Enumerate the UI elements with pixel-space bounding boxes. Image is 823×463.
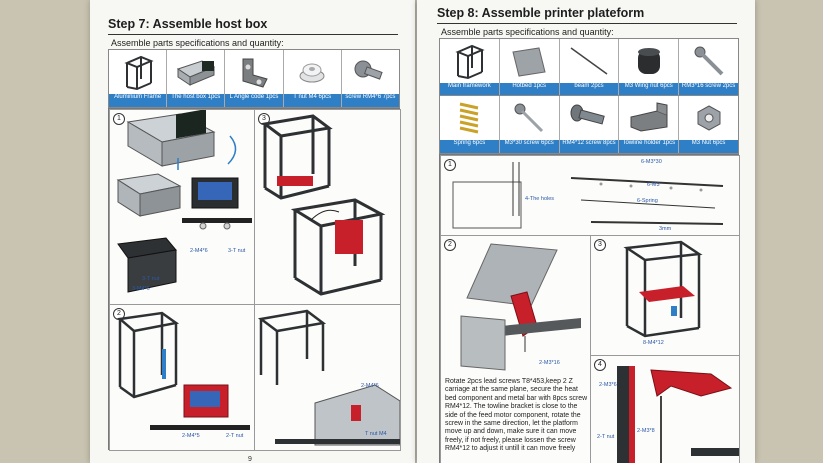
part-towline-holder: Towline holder 1pcs xyxy=(619,96,680,153)
label-2-m4x6-c: 2-M4*6 xyxy=(361,383,379,389)
hex-nut-icon xyxy=(697,105,721,131)
towline-holder-icon xyxy=(630,102,668,132)
label-2-m3x8: 2-M3*8 xyxy=(637,428,655,434)
part-m3x30-screw: M3*30 screw 6pcs xyxy=(499,96,560,153)
part-angle-bracket: L Angle code 1pcs xyxy=(225,50,284,107)
label-6-m3: 6-M3 xyxy=(647,182,660,188)
part-spring: Spring 6pcs xyxy=(440,96,500,153)
host-box-icon xyxy=(176,60,215,86)
part-main-framework: Main framework xyxy=(440,39,500,96)
part-wing-nut: M3 Wing nut 6pcs xyxy=(619,39,680,96)
step8-parts-row-2: Spring 6pcs M3*30 screw 6pcs RM4*12 scre… xyxy=(439,95,739,154)
label-2-m4x5: 2-M4*5 xyxy=(182,433,200,439)
step7-cell-2: 2 2-M4*5 2-T nut xyxy=(109,304,256,451)
label-2-m4x6: 2-M4*6 xyxy=(190,248,208,254)
step7-cell-4: 2-M4*6 T nut M4 xyxy=(254,304,401,451)
label-8-m4x12: 8-M4*12 xyxy=(643,340,664,346)
label-tnut-m4: T nut M4 xyxy=(365,431,387,437)
left-page-number: 9 xyxy=(248,456,252,463)
label-2-m3x16: 2-M3*16 xyxy=(539,360,560,366)
wing-nut-icon xyxy=(637,48,660,74)
part-frame: Aluminium Frame xyxy=(109,50,168,107)
label-3-m4x6: 3-M4*6 xyxy=(132,286,150,292)
label-2-m3x6: 2-M3*6 xyxy=(599,382,617,388)
m3-screw-icon xyxy=(514,103,544,133)
step8-instructions: Rotate 2pcs lead screws T8*453,keep 2 Z … xyxy=(445,378,588,453)
part-host-box: The host box 1pcs xyxy=(167,50,226,107)
label-6-m3x30: 6-M3*30 xyxy=(641,159,662,165)
frame-with-display-illustration xyxy=(117,311,250,430)
label-2-tnut-right: 2-T nut xyxy=(597,434,615,440)
host-box-assembly-illustration xyxy=(116,110,252,293)
hotbed-spring-exploded-illustration xyxy=(452,162,724,229)
step8-cell-4: 4 2-M3*6 2-T nut 2-M3*8 xyxy=(590,355,740,463)
spring-icon xyxy=(460,102,479,134)
step7-parts-row: Aluminium Frame The host box 1pcs L Angl… xyxy=(108,49,400,108)
label-6-spring: 6-Spring xyxy=(637,198,658,204)
label-3-tnut: 3-T nut xyxy=(228,248,246,254)
step7-diagram-grid: 1 2-M4*6 3-T nut 3-T nut xyxy=(108,108,401,451)
frame-angle-detail-illustration xyxy=(257,309,400,446)
frame-with-host-box-illustration xyxy=(261,114,386,296)
part-hotbed: Hotbed 1pcs xyxy=(499,39,560,96)
part-beam: beam 2pcs xyxy=(559,39,620,96)
title-rule xyxy=(108,34,398,35)
part-m3-nut: M3 Nut 6pcs xyxy=(679,96,738,153)
step7-cell-3: 3 xyxy=(254,109,401,306)
step8-subtitle: Assemble parts specifications and quanti… xyxy=(441,27,614,37)
book-spine xyxy=(414,0,418,463)
hotbed-plate-icon xyxy=(512,47,546,77)
step8-title: Step 8: Assemble printer plateform xyxy=(437,6,645,20)
rm4-screw-icon xyxy=(570,104,605,125)
label-3-tnut-b: 3-T nut xyxy=(142,276,160,282)
hotbed-carriage-illustration xyxy=(460,243,581,371)
title-rule-right xyxy=(437,23,737,24)
part-rm4x12-screw: RM4*12 screw 8pcs xyxy=(559,96,620,153)
left-page: Step 7: Assemble host box Assemble parts… xyxy=(90,0,415,463)
angle-bracket-icon xyxy=(242,58,268,88)
label-dim: 3mm xyxy=(659,226,672,232)
step7-subtitle: Assemble parts specifications and quanti… xyxy=(111,38,284,48)
right-page: Step 8: Assemble printer plateform Assem… xyxy=(417,0,755,463)
frame-with-hotbed-illustration xyxy=(623,240,703,338)
beam-rod-icon xyxy=(570,47,608,75)
towline-bracket-detail-illustration xyxy=(617,366,739,463)
step7-title: Step 7: Assemble host box xyxy=(108,17,268,31)
step8-cell-3: 3 8-M4*12 xyxy=(590,235,740,357)
step7-cell-1: 1 2-M4*6 3-T nut 3-T nut xyxy=(109,109,256,306)
step8-diagram-grid: 1 4-The holes 6-M3*30 6-M3 6-Spring 3mm … xyxy=(439,154,740,463)
part-t-nut: T nut M4 6pcs xyxy=(283,50,342,107)
t-nut-icon xyxy=(299,63,325,83)
part-screw: screw RM4*6 7pcs xyxy=(341,50,400,107)
frame-cube-icon xyxy=(123,55,154,91)
part-rm3x16-screw: RM3*16 screw 2pcs xyxy=(679,39,738,96)
step8-cell-2: 2 2-M3*16 Rotate 2pcs lead screws T8*453… xyxy=(440,235,592,463)
step8-parts-row-1: Main framework Hotbed 1pcs beam 2pcs M3 … xyxy=(439,38,739,97)
label-4-holes: 4-The holes xyxy=(525,196,555,202)
label-2-tnut: 2-T nut xyxy=(226,433,244,439)
long-screw-icon xyxy=(694,46,723,76)
screw-icon xyxy=(354,60,384,80)
step8-cell-1: 1 4-The holes 6-M3*30 6-M3 6-Spring 3mm xyxy=(440,155,740,237)
frame-cube-icon xyxy=(455,44,486,80)
